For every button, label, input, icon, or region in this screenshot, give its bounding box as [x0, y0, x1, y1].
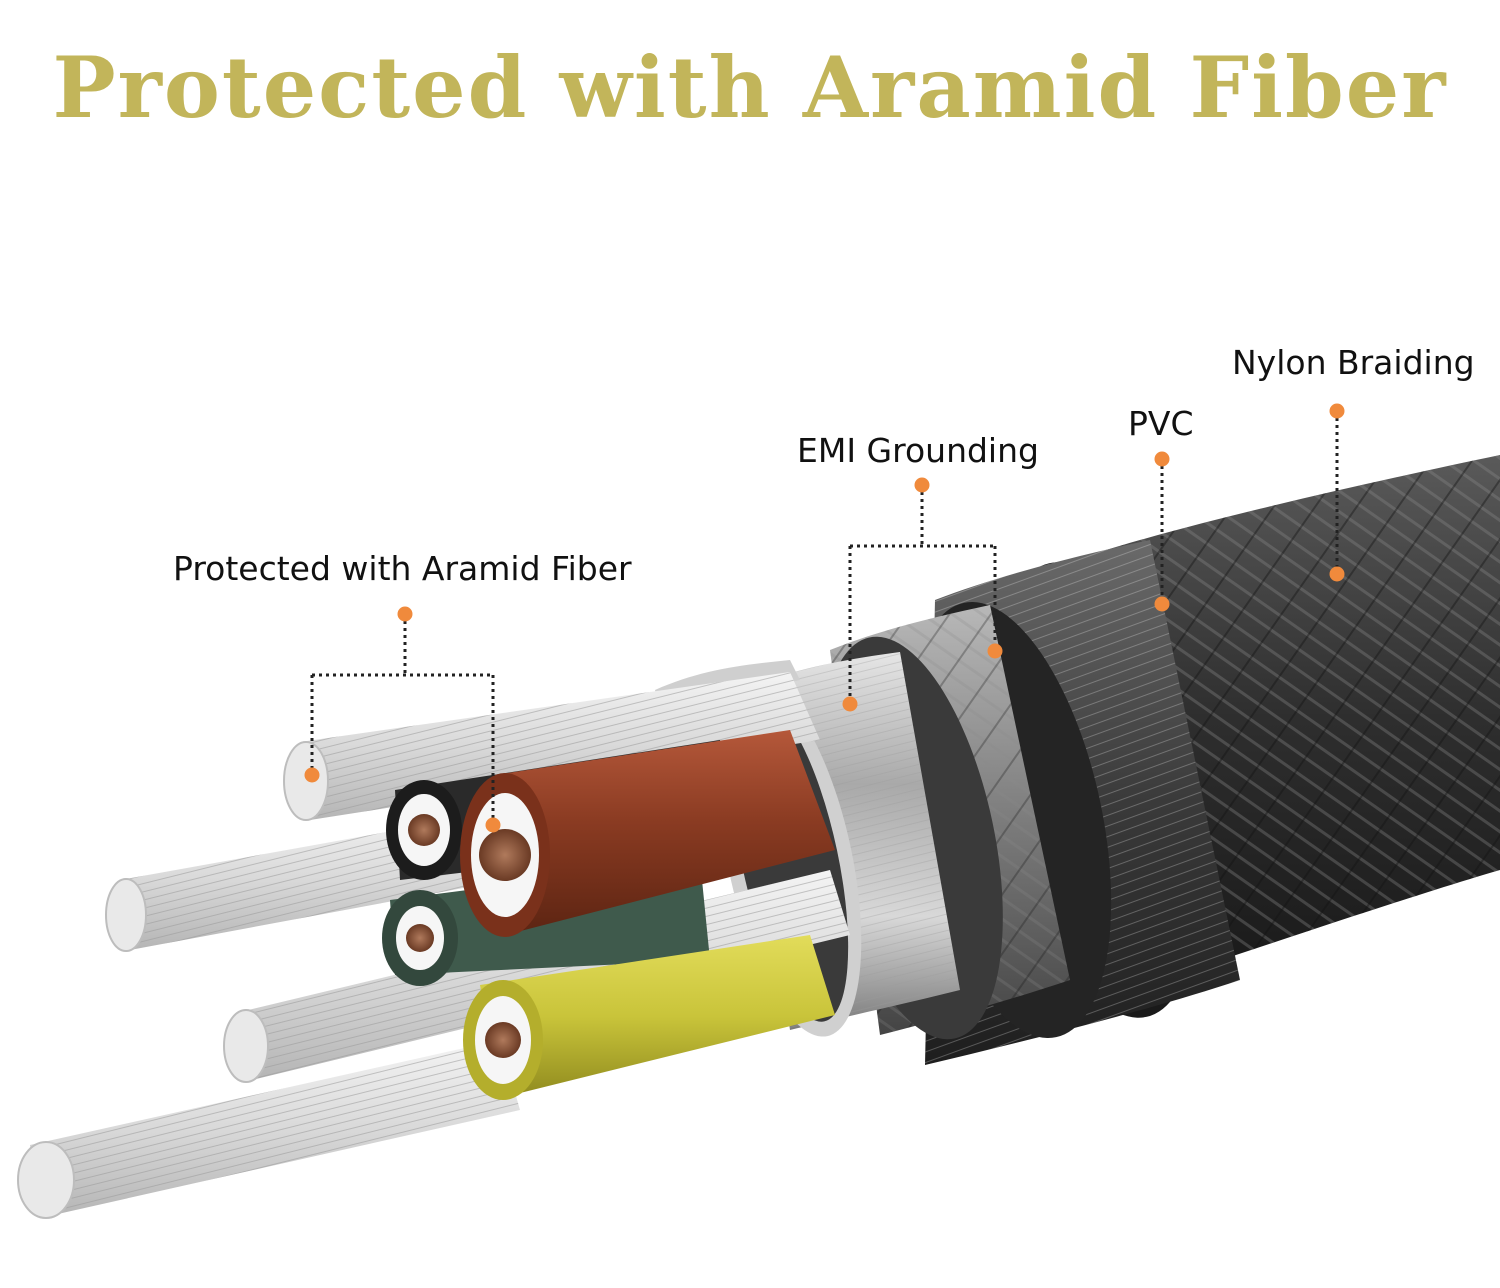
page-title: Protected with Aramid Fiber — [52, 38, 1448, 137]
marker-dot — [1154, 451, 1170, 467]
callout-label-nylon: Nylon Braiding — [1232, 343, 1475, 382]
marker-dot — [397, 606, 413, 622]
marker-dot — [1329, 566, 1345, 582]
callout-aramid: Protected with Aramid Fiber — [173, 549, 632, 833]
marker-dot — [304, 767, 320, 783]
marker-dot — [842, 696, 858, 712]
callout-label-emi: EMI Grounding — [797, 431, 1039, 470]
marker-dot — [987, 643, 1003, 659]
marker-dot — [485, 817, 501, 833]
marker-dot — [1329, 403, 1345, 419]
callout-nylon: Nylon Braiding — [1232, 343, 1475, 582]
callout-pvc: PVC — [1128, 404, 1194, 612]
callout-emi: EMI Grounding — [797, 431, 1039, 712]
callout-label-aramid: Protected with Aramid Fiber — [173, 549, 632, 588]
marker-dot — [1154, 596, 1170, 612]
callout-label-pvc: PVC — [1128, 404, 1194, 443]
conductor-yellow — [463, 935, 835, 1100]
marker-dot — [914, 477, 930, 493]
